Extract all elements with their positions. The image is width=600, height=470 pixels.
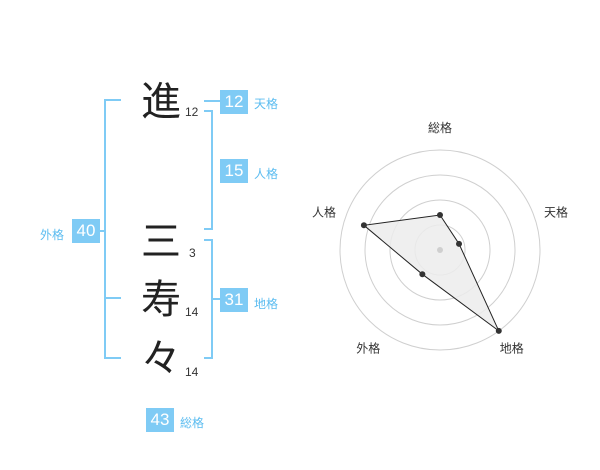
tenkaku-label: 天格 [254,97,279,111]
stroke-count-2: 3 [189,246,196,260]
radar-center [437,247,443,253]
radar-point [360,222,367,229]
radar-point [495,327,502,334]
radar-ring [364,174,516,326]
name-char-2: 三 [141,219,181,265]
radar-point [437,212,443,218]
radar-point [419,271,426,278]
name-char-4: 々 [141,336,181,382]
stroke-count-4: 14 [185,365,199,379]
radar-point [456,240,463,247]
gaikaku-label: 外格 [40,228,65,242]
name-char-1: 進 [141,79,181,125]
radar-axis-label: 天格 [544,204,568,219]
gaikaku-bracket [104,99,121,359]
soukaku-label: 総格 [180,416,205,430]
radar-polygon [362,214,500,332]
gaikaku-value: 40 [72,219,100,243]
jinkaku-label: 人格 [254,167,279,181]
tenkaku-value: 12 [220,90,248,114]
stroke-count-1: 12 [185,105,199,119]
radar-axis-label: 総格 [428,120,452,135]
soukaku-value: 43 [146,408,174,432]
radar-ring [339,149,541,351]
radar-axis-label: 人格 [312,204,336,219]
chikaku-value: 31 [220,288,248,312]
radar-axis-label: 外格 [356,341,380,356]
radar-points [360,212,502,334]
radar-ring [389,199,491,301]
name-char-3: 寿 [141,277,181,323]
stroke-count-3: 14 [185,305,199,319]
radar-axis-label: 地格 [500,341,524,356]
jinkaku-bracket [204,110,213,230]
chikaku-label: 地格 [254,297,279,311]
jinkaku-value: 15 [220,159,248,183]
